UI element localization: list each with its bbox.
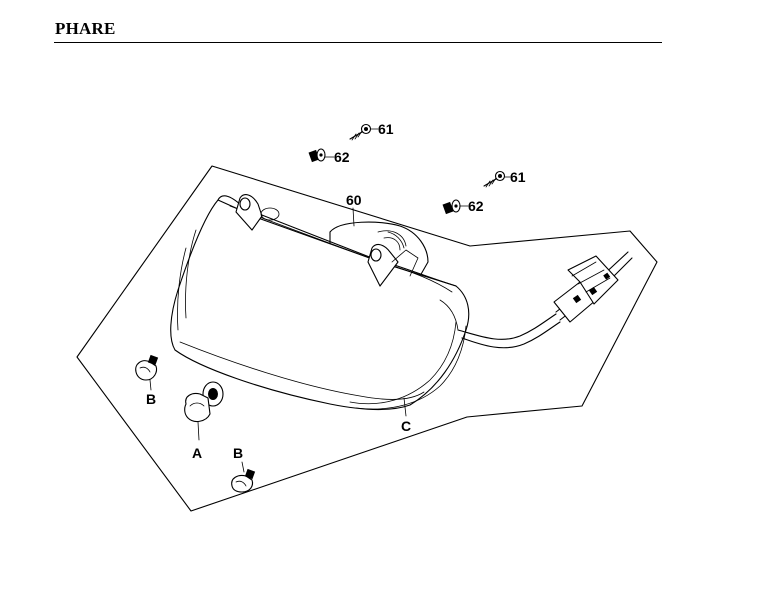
leader-c <box>403 397 407 417</box>
screw-61-upper <box>349 123 379 141</box>
assembly-frame <box>76 165 658 512</box>
washer-62-right <box>442 199 469 215</box>
page-title: PHARE <box>55 19 116 38</box>
bulb-b-left <box>135 354 159 391</box>
wire-connector <box>553 255 619 323</box>
callout-61-right: 61 <box>510 169 526 185</box>
headlight-housing <box>170 194 470 410</box>
title-divider <box>54 42 662 43</box>
callout-b-bottom: B <box>233 445 243 461</box>
screw-61-right <box>483 170 511 188</box>
callout-c: C <box>401 418 411 434</box>
callout-61-upper: 61 <box>378 121 394 137</box>
callout-62-upper: 62 <box>334 149 350 165</box>
callout-b-left: B <box>146 391 156 407</box>
callout-a: A <box>192 445 202 461</box>
leader-60 <box>352 207 355 227</box>
callout-60: 60 <box>346 192 362 208</box>
bulb-b-bottom <box>231 461 256 493</box>
bulb-a <box>184 381 224 441</box>
washer-62-upper <box>308 148 335 163</box>
callout-62-right: 62 <box>468 198 484 214</box>
